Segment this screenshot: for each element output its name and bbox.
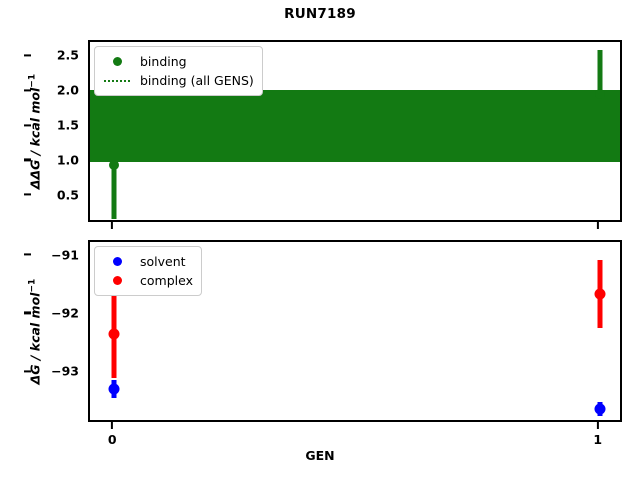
x-tick-mark-0 — [111, 222, 114, 229]
y-tick-mark — [24, 54, 31, 57]
legend-marker-key — [102, 57, 132, 66]
circle-marker-swatch-icon — [112, 57, 122, 66]
x-tick-mark-0 — [111, 422, 114, 429]
legend-line-key — [102, 79, 132, 82]
binding-marker-1[interactable] — [594, 88, 605, 99]
legend-bottom-entry-1[interactable]: complex — [102, 271, 193, 290]
binding-marker-0[interactable] — [109, 160, 120, 171]
x-axis-label: GEN — [305, 448, 335, 463]
y-axis-label-bottom: ΔG / kcal mol−1 — [27, 278, 43, 385]
y-tick-mark — [24, 123, 31, 127]
legend-marker-key — [102, 276, 132, 285]
y-tick-top-1: 2.0 — [24, 83, 79, 98]
binding-all-gens-band — [90, 90, 620, 162]
legend-bottom[interactable]: solvent complex — [94, 246, 202, 296]
y-tick-mark — [24, 370, 31, 373]
legend-top[interactable]: binding binding (all GENS) — [94, 46, 263, 96]
y-tick-mark — [24, 311, 31, 314]
solvent-marker-1[interactable] — [594, 403, 606, 415]
legend-top-label-0: binding — [140, 54, 187, 69]
y-tick-bottom-1: −92 — [24, 305, 79, 320]
y-tick-top-4: 0.5 — [24, 187, 79, 202]
legend-bottom-label-1: complex — [140, 273, 193, 288]
solvent-marker-0[interactable] — [108, 383, 120, 395]
legend-marker-key — [102, 257, 132, 266]
x-tick-label-0: 0 — [107, 432, 117, 447]
complex-marker-0[interactable] — [108, 328, 120, 340]
legend-top-label-1: binding (all GENS) — [140, 73, 254, 88]
complex-marker-1[interactable] — [594, 288, 606, 300]
y-tick-top-3: 1.0 — [24, 152, 79, 167]
x-tick-label-1: 1 — [593, 432, 603, 447]
y-tick-bottom-0: −91 — [24, 247, 79, 262]
x-tick-mark-1 — [596, 422, 599, 429]
legend-top-entry-1[interactable]: binding (all GENS) — [102, 71, 254, 90]
y-tick-mark — [24, 158, 31, 162]
y-tick-top-0: 2.5 — [24, 48, 79, 63]
legend-bottom-label-0: solvent — [140, 254, 186, 269]
dotted-line-swatch-icon — [104, 79, 130, 82]
y-tick-top-2: 1.5 — [24, 118, 79, 133]
page-title: RUN7189 — [284, 6, 356, 22]
legend-top-entry-0[interactable]: binding — [102, 52, 254, 71]
x-tick-mark-1 — [596, 222, 599, 229]
y-tick-mark — [24, 253, 31, 256]
circle-marker-swatch-icon — [112, 276, 122, 285]
y-tick-mark — [24, 89, 31, 92]
circle-marker-swatch-icon — [112, 257, 122, 266]
y-tick-bottom-2: −93 — [24, 364, 79, 379]
y-tick-mark — [24, 193, 31, 196]
legend-bottom-entry-0[interactable]: solvent — [102, 252, 193, 271]
